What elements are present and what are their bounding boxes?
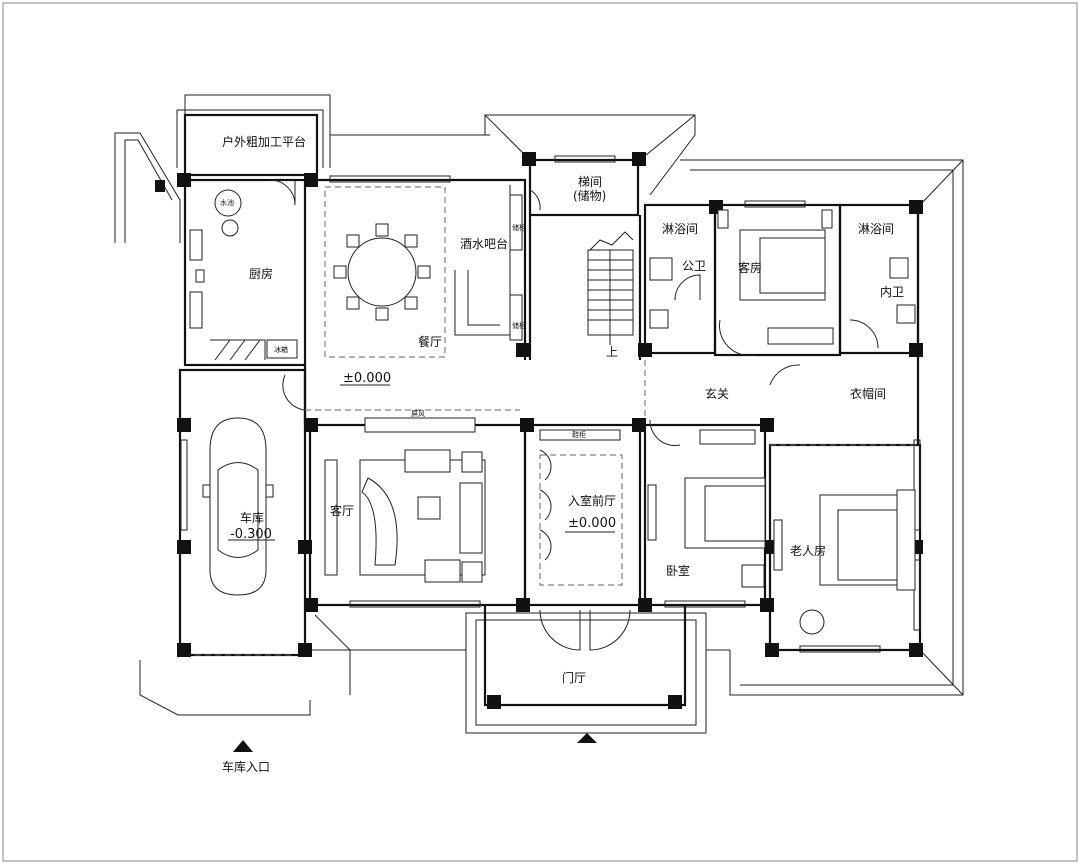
level-entrance: ±0.000 [568, 516, 616, 531]
label-cabinet-right: 储柜 [512, 321, 526, 330]
label-garage: 车库 [240, 510, 264, 525]
label-foyer: 玄关 [705, 386, 729, 401]
label-shoe-cabinet: 鞋柜 [572, 430, 586, 439]
label-inner-bath: 内卫 [880, 285, 904, 299]
label-outdoor-platform: 户外粗加工平台 [222, 134, 306, 149]
label-garage-entrance: 车库入口 [222, 759, 270, 774]
label-bedroom: 卧室 [666, 563, 690, 578]
bath-fixtures [649, 209, 916, 329]
label-sink: 水池 [220, 198, 234, 207]
label-kitchen: 厨房 [249, 266, 273, 281]
label-cloakroom: 衣帽间 [850, 386, 886, 401]
label-portico: 门厅 [562, 670, 586, 685]
label-stair-room: 梯间 [578, 175, 602, 189]
bar-counter [454, 185, 511, 336]
beds [647, 229, 916, 635]
label-cabinet-left: 储柜 [512, 223, 526, 232]
roof-eaves [114, 94, 964, 734]
label-shower-right: 淋浴间 [858, 222, 894, 236]
label-wine-bar: 酒水吧台 [460, 236, 508, 251]
main-entry-arrow-icon [577, 733, 597, 743]
garage-entry-arrow-icon [233, 740, 253, 752]
kitchen-fixtures [189, 189, 298, 361]
label-stair-up: 上 [606, 345, 618, 359]
level-main: ±0.000 [343, 371, 391, 386]
windows [180, 155, 921, 653]
level-garage: -0.300 [230, 527, 272, 542]
entrance-cabinets [509, 194, 621, 441]
doors [269, 179, 879, 651]
label-guest-room: 客房 [738, 260, 762, 275]
label-stair-room-sub: (储物) [573, 188, 606, 203]
label-living: 客厅 [330, 503, 354, 518]
dining-table [333, 223, 431, 321]
label-shower-left: 淋浴间 [662, 222, 698, 236]
zone-lines [195, 186, 918, 656]
staircase [587, 231, 634, 345]
label-fridge: 冰箱 [274, 345, 288, 354]
label-entrance-hall: 入室前厅 [568, 493, 616, 508]
structural-columns [155, 152, 923, 709]
car [202, 417, 274, 596]
label-screen: 屏风 [411, 410, 425, 418]
living-furniture [324, 417, 486, 583]
label-public-bath: 公卫 [682, 259, 706, 273]
label-dining: 餐厅 [418, 334, 442, 349]
label-elder-room: 老人房 [790, 543, 826, 558]
entrance-arrows [233, 733, 597, 752]
